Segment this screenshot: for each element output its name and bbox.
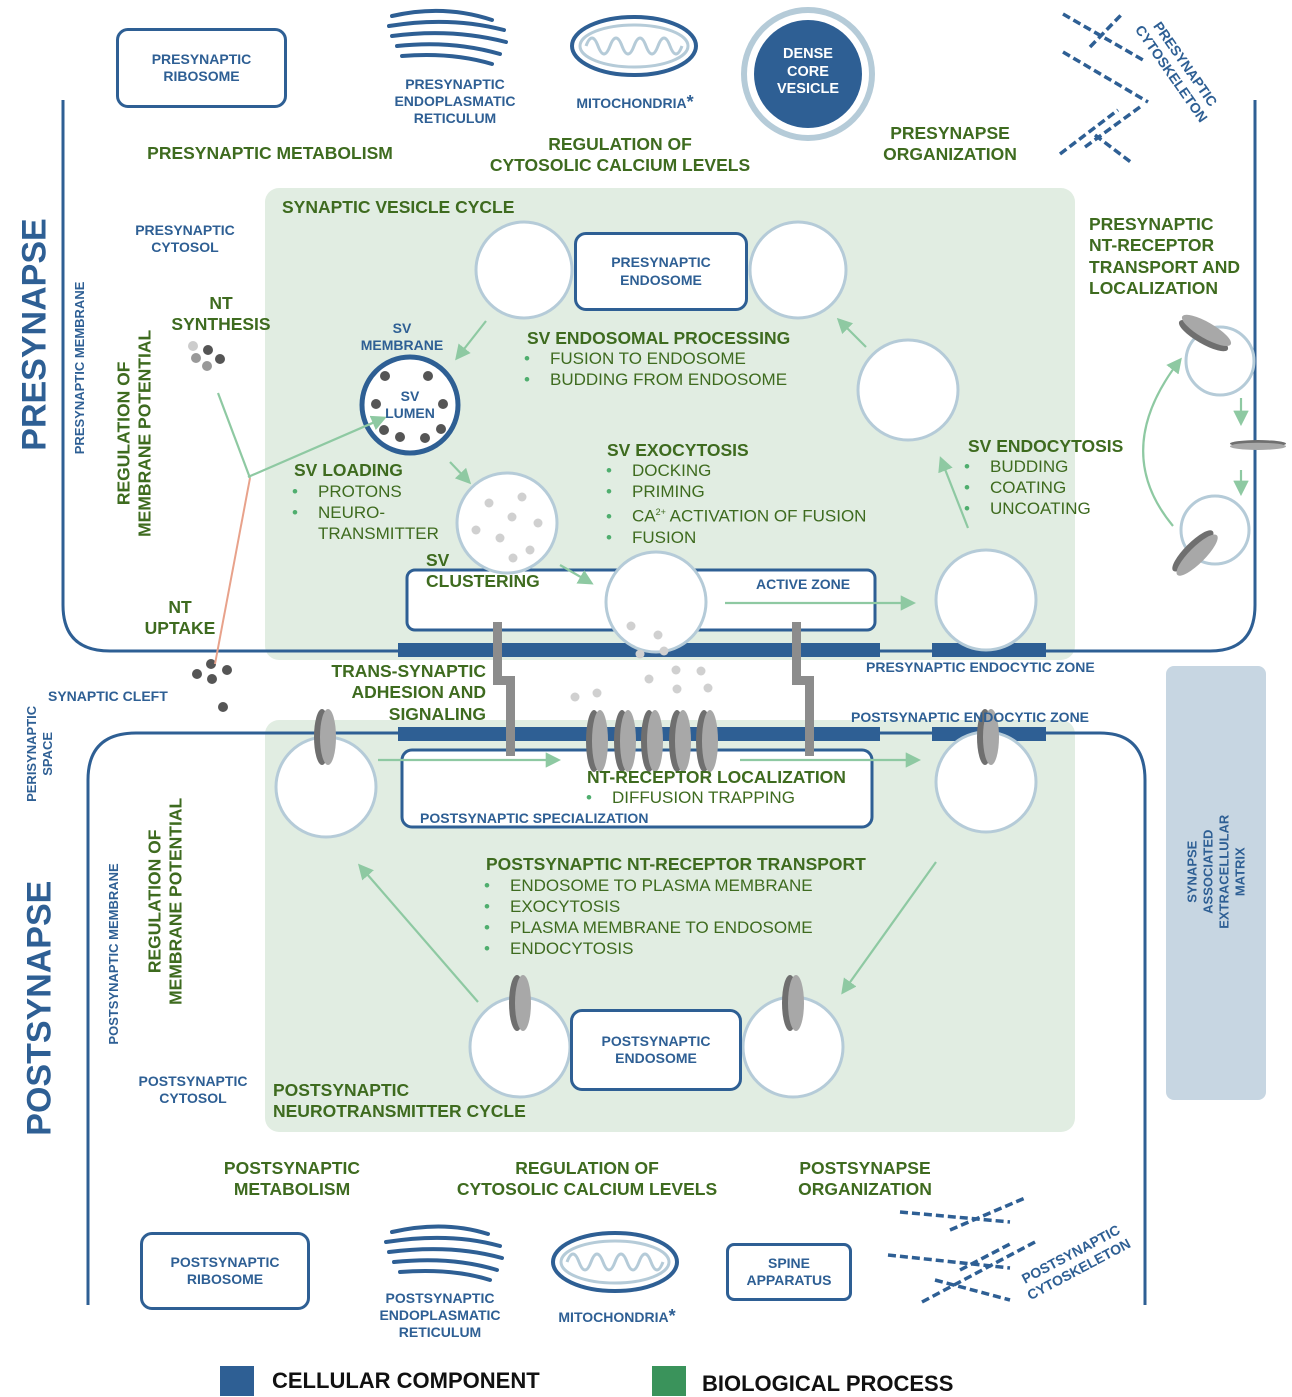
vesicle-endosome-right (748, 220, 848, 320)
postsynaptic-cytoskeleton-icon (887, 1196, 1036, 1304)
presynaptic-nt-receptor-transport-label: PRESYNAPTIC NT-RECEPTOR TRANSPORT AND LO… (1089, 214, 1241, 299)
sv-lumen-label: SV LUMEN (385, 388, 435, 422)
sv-endosomal-item: FUSION TO ENDOSOME (522, 348, 787, 369)
sv-clustering-label: SV CLUSTERING (426, 550, 540, 592)
dense-core-vesicle-icon (741, 7, 875, 141)
postsynaptic-endosome-box: POSTSYNAPTIC ENDOSOME (570, 1009, 742, 1091)
postsynaptic-transport-item: PLASMA MEMBRANE TO ENDOSOME (482, 917, 813, 938)
vesicle-recycling (856, 338, 960, 442)
postsynaptic-nt-receptor-transport-list: ENDOSOME TO PLASMA MEMBRANE EXOCYTOSIS P… (482, 875, 813, 959)
synaptic-cleft-label: SYNAPTIC CLEFT (48, 688, 168, 704)
presynaptic-mitochondria-icon (570, 15, 698, 77)
presynaptic-membrane-label: PRESYNAPTIC MEMBRANE (72, 281, 88, 455)
postsynaptic-transport-item: ENDOSOME TO PLASMA MEMBRANE (482, 875, 813, 896)
sv-endosomal-processing-list: FUSION TO ENDOSOME BUDDING FROM ENDOSOME (522, 348, 787, 390)
postsynaptic-metabolism-label: POSTSYNAPTIC METABOLISM (223, 1158, 361, 1200)
presynaptic-endosome-box: PRESYNAPTIC ENDOSOME (574, 232, 748, 311)
presynaptic-membrane-potential-label: REGULATION OF MEMBRANE POTENTIAL (113, 329, 155, 537)
sv-endocytosis-title: SV ENDOCYTOSIS (968, 436, 1124, 456)
vesicle-endocytosis (934, 548, 1038, 652)
spine-apparatus-label: SPINE APPARATUS (746, 1254, 832, 1289)
presynaptic-ribosome-box: PRESYNAPTIC RIBOSOME (116, 28, 287, 108)
adhesion-molecule-right (792, 622, 814, 756)
postsynaptic-transport-item: EXOCYTOSIS (482, 896, 813, 917)
legend-cellular-component-label: CELLULAR COMPONENT (272, 1368, 540, 1393)
postsynaptic-ribosome-label: POSTSYNAPTIC RIBOSOME (170, 1253, 280, 1288)
sv-membrane-label: SV MEMBRANE (360, 320, 444, 354)
sv-endocytosis-item: COATING (962, 477, 1091, 498)
presynaptic-calcium-label: REGULATION OF CYTOSOLIC CALCIUM LEVELS (489, 134, 751, 176)
postsynaptic-calcium-label: REGULATION OF CYTOSOLIC CALCIUM LEVELS (456, 1158, 718, 1200)
spine-apparatus-box: SPINE APPARATUS (726, 1243, 852, 1301)
postsynaptic-mitochondria-label: MITOCHONDRIA* (558, 1306, 676, 1326)
postsynaptic-endocytic-zone-label: POSTSYNAPTIC ENDOCYTIC ZONE (851, 709, 1090, 725)
sv-exocytosis-title: SV EXOCYTOSIS (607, 440, 749, 460)
presynaptic-endocytic-zone-label: PRESYNAPTIC ENDOCYTIC ZONE (866, 659, 1095, 675)
sv-exocytosis-list: DOCKING PRIMING CA2+ ACTIVATION OF FUSIO… (604, 460, 866, 548)
presynaptic-metabolism-label: PRESYNAPTIC METABOLISM (147, 143, 393, 163)
extracellular-matrix-label: SYNAPSE ASSOCIATED EXTRACELLULAR MATRIX (1184, 814, 1247, 929)
presynaptic-cytoskeleton-icon (1058, 12, 1149, 165)
postsynapse-organization-label: POSTSYNAPSE ORGANIZATION (798, 1158, 932, 1200)
nt-receptor-localization-title: NT-RECEPTOR LOCALIZATION (587, 767, 846, 787)
postsynaptic-specialization-label: POSTSYNAPTIC SPECIALIZATION (420, 810, 649, 826)
nt-uptake-line (214, 477, 251, 665)
presynaptic-er-label: PRESYNAPTIC ENDOPLASMATIC RETICULUM (394, 76, 516, 127)
presynaptic-cytosol-label: PRESYNAPTIC CYTOSOL (135, 222, 235, 256)
presynaptic-endosome-label: PRESYNAPTIC ENDOSOME (611, 254, 711, 288)
postsynaptic-neurotransmitter-cycle-label: POSTSYNAPTIC NEUROTRANSMITTER CYCLE (273, 1080, 526, 1122)
legend-cellular-component-swatch (220, 1366, 254, 1396)
legend-biological-process-label: BIOLOGICAL PROCESS (702, 1371, 954, 1396)
dense-core-vesicle-label: DENSE CORE VESICLE (776, 46, 840, 98)
presynapse-side-label: PRESYNAPSE (15, 218, 54, 451)
sv-endosomal-item: BUDDING FROM ENDOSOME (522, 369, 787, 390)
sv-exocytosis-item: DOCKING (604, 460, 866, 481)
sv-loading-item: NEURO- TRANSMITTER (290, 502, 439, 544)
presynaptic-ribosome-label: PRESYNAPTIC RIBOSOME (151, 50, 252, 85)
adhesion-molecule-left (493, 622, 515, 756)
postsynaptic-cytosol-label: POSTSYNAPTIC CYTOSOL (138, 1073, 248, 1107)
extracellular-matrix (1166, 666, 1266, 1100)
nt-receptor-localization-list: DIFFUSION TRAPPING (584, 787, 795, 808)
presynapse-organization-label: PRESYNAPSE ORGANIZATION (883, 123, 1017, 165)
postsynapse-side-label: POSTSYNAPSE (20, 880, 59, 1136)
postsynaptic-membrane-label: POSTSYNAPTIC MEMBRANE (106, 863, 122, 1045)
sv-endocytosis-item: BUDDING (962, 456, 1091, 477)
postsynaptic-transport-item: ENDOCYTOSIS (482, 938, 813, 959)
postsynaptic-ribosome-box: POSTSYNAPTIC RIBOSOME (140, 1232, 310, 1310)
process-arrows (247, 317, 1249, 1003)
postsynaptic-er-icon (384, 1224, 504, 1282)
sv-loading-title: SV LOADING (294, 460, 403, 480)
sv-endosomal-processing-title: SV ENDOSOMAL PROCESSING (527, 328, 791, 348)
presynaptic-er-icon (387, 8, 508, 66)
postsynaptic-mitochondria-icon (551, 1231, 679, 1293)
postsynaptic-er-label: POSTSYNAPTIC ENDOPLASMATIC RETICULUM (379, 1290, 501, 1341)
synaptic-vesicle-cycle-label: SYNAPTIC VESICLE CYCLE (282, 197, 515, 217)
sv-loading-item: PROTONS (290, 481, 439, 502)
sv-exocytosis-item: CA2+ ACTIVATION OF FUSION (604, 502, 866, 527)
nt-receptor-localization-item: DIFFUSION TRAPPING (584, 787, 795, 808)
nt-molecules (188, 341, 713, 712)
active-zone-label: ACTIVE ZONE (756, 576, 851, 592)
perisynaptic-space-label: PERISYNAPTIC SPACE (24, 705, 55, 802)
sv-exocytosis-item: FUSION (604, 527, 866, 548)
postsynaptic-density-membrane (398, 727, 880, 741)
nt-synthesis-line (216, 392, 252, 479)
sv-endocytosis-item: UNCOATING (962, 498, 1091, 519)
trans-synaptic-adhesion-label: TRANS-SYNAPTIC ADHESION AND SIGNALING (331, 661, 486, 724)
presynaptic-mitochondria-label: MITOCHONDRIA* (576, 92, 694, 112)
postsynaptic-endosome-label: POSTSYNAPTIC ENDOSOME (601, 1032, 711, 1067)
nt-synthesis-label: NT SYNTHESIS (171, 293, 271, 335)
postsynaptic-membrane-potential-label: REGULATION OF MEMBRANE POTENTIAL (144, 797, 186, 1005)
sv-exocytosis-item: PRIMING (604, 481, 866, 502)
postsynaptic-nt-receptor-transport-title: POSTSYNAPTIC NT-RECEPTOR TRANSPORT (486, 854, 866, 874)
legend-biological-process-swatch (652, 1366, 686, 1396)
vesicle-endosome-left (474, 220, 574, 320)
sv-loading-list: PROTONS NEURO- TRANSMITTER (290, 481, 439, 544)
sv-endocytosis-list: BUDDING COATING UNCOATING (962, 456, 1091, 519)
nt-uptake-label: NT UPTAKE (144, 597, 216, 639)
